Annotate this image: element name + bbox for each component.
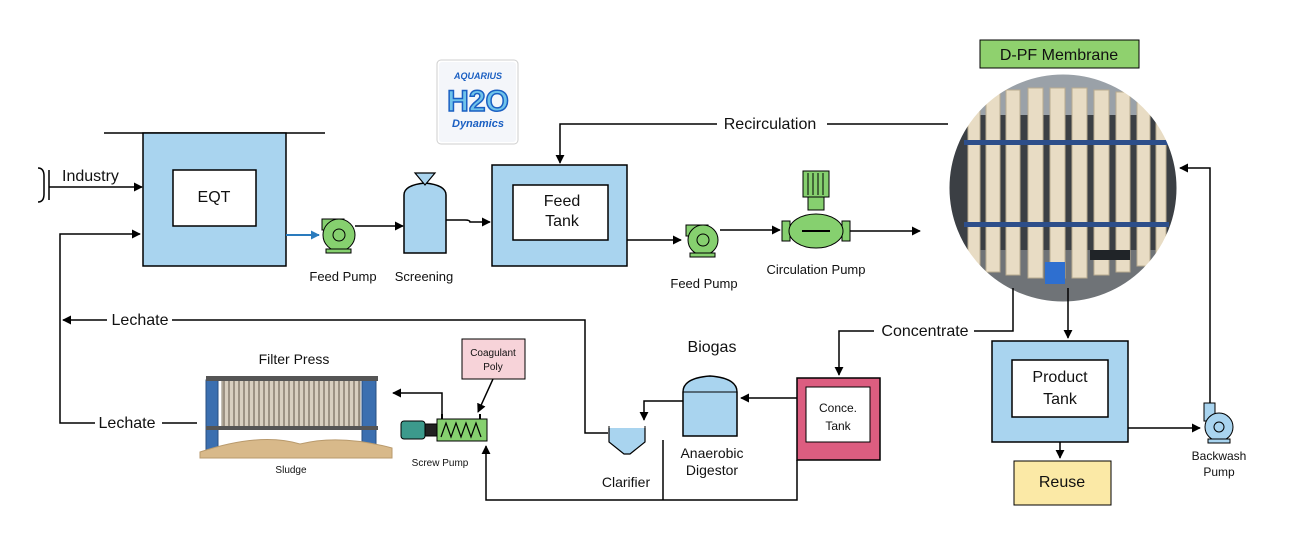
industry-inlet-icon [37, 167, 50, 203]
concentrate-label: Concentrate [881, 323, 968, 340]
anaerobic-label-line2: Digestor [686, 462, 738, 478]
reuse-box [1013, 460, 1112, 506]
conce-tank-label-line2: Tank [825, 419, 851, 433]
feed-pump-1-label: Feed Pump [309, 269, 376, 284]
coagulant-label-line1: Coagulant [470, 348, 516, 359]
screw-pump-label: Screw Pump [412, 458, 469, 469]
filter-press-label: Filter Press [259, 351, 330, 367]
backwash-pump-label-line1: Backwash [1192, 449, 1247, 463]
clarifier-icon [607, 424, 647, 455]
eqt-tank: EQT [104, 132, 325, 267]
feed-pump-2-label: Feed Pump [670, 276, 737, 291]
screening-vessel-icon [403, 172, 447, 254]
sludge-label: Sludge [275, 465, 307, 476]
product-tank: Product Tank [991, 340, 1129, 443]
lechate-bottom-label: Lechate [99, 415, 156, 432]
logo-line1: AQUARIUS [453, 71, 502, 81]
feed-tank: Feed Tank [491, 164, 628, 267]
product-tank-label-line1: Product [1032, 369, 1088, 386]
clarifier-label: Clarifier [602, 474, 651, 490]
filter-press-photo [199, 376, 393, 459]
sludge-return-line [481, 445, 798, 501]
biogas-label: Biogas [688, 339, 737, 356]
reuse-label: Reuse [1039, 474, 1085, 491]
lechate-top-line [63, 320, 608, 434]
circulation-pump-label: Circulation Pump [767, 262, 866, 277]
screening-label: Screening [395, 269, 454, 284]
logo-line3: Dynamics [452, 118, 504, 130]
feed-pump-icon [685, 224, 719, 258]
coagulant-label-line2: Poly [483, 362, 502, 373]
backwash-pump-icon [1203, 402, 1234, 444]
lechate-top-label: Lechate [112, 312, 169, 329]
membrane-label: D-PF Membrane [1000, 47, 1118, 64]
recirculation-label: Recirculation [724, 116, 816, 133]
logo-line2: H2O [447, 85, 509, 118]
circulation-pump-icon [781, 170, 851, 249]
concentrate-line [839, 288, 1014, 375]
coagulant-box [461, 338, 526, 380]
eqt-label: EQT [198, 189, 231, 206]
product-tank-label-line2: Tank [1043, 391, 1078, 408]
feed-pump-icon [321, 218, 356, 254]
anaerobic-digestor-icon [682, 375, 738, 437]
screw-to-filter-press-line [392, 388, 443, 414]
coagulant-to-screw-line [477, 378, 494, 413]
membrane-photo [948, 73, 1178, 303]
recirculation-line [560, 123, 948, 163]
aquarius-logo: AQUARIUS H2O Dynamics [436, 59, 519, 145]
backwash-return-line [1179, 163, 1211, 403]
feed-tank-label-line2: Tank [545, 213, 580, 230]
lechate-bottom-line [59, 234, 197, 424]
conce-tank: Conce. Tank [796, 377, 881, 461]
backwash-pump-label-line2: Pump [1203, 465, 1235, 479]
feed-tank-label-line1: Feed [544, 193, 580, 210]
conce-tank-label-line1: Conce. [819, 401, 857, 415]
membrane-label-box [979, 39, 1140, 69]
digestor-to-clarifier-line [639, 400, 683, 421]
screw-pump-icon [400, 414, 488, 442]
screening-to-feed-tank-line [446, 217, 491, 227]
anaerobic-label-line1: Anaerobic [680, 445, 743, 461]
industry-label: Industry [62, 168, 119, 185]
